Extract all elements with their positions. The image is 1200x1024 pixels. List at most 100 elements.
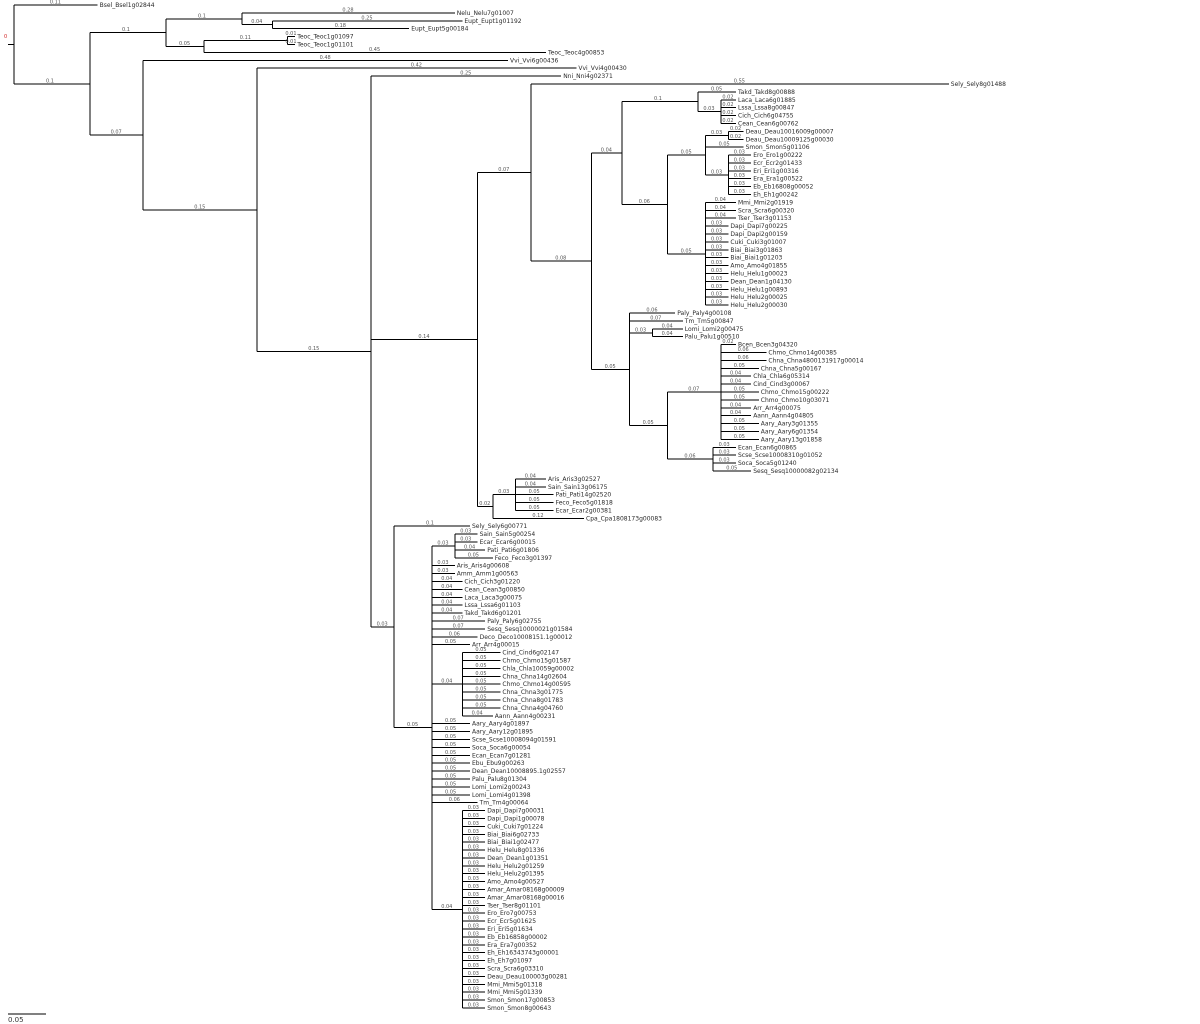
branch-length-label: 0.04 xyxy=(525,481,536,487)
tip-label: Laca_Laca3g00075 xyxy=(464,594,522,601)
tip-label: Biai_Biai6g02733 xyxy=(487,831,539,838)
branch-length-label: 0.04 xyxy=(441,576,452,582)
tip-label: Aary_Aary12g01895 xyxy=(472,729,533,736)
tip-label: Eri_Eri5g01634 xyxy=(487,926,533,933)
branch-length-label: 0.05 xyxy=(734,434,745,440)
branch-length-label: 0.08 xyxy=(555,256,566,262)
tip-label: Deco_Deco10008151.1g00012 xyxy=(480,634,573,641)
tip-label: Nni_Nni4g02371 xyxy=(563,73,613,80)
branch-length-label: 0.03 xyxy=(734,150,745,156)
tip-label: Cich_Cich6g04755 xyxy=(738,113,794,120)
tip-label: Scra_Scra6g00320 xyxy=(738,207,794,214)
branch-length-label: 0.55 xyxy=(734,78,745,84)
tip-label: Lssa_Lssa8g00847 xyxy=(738,105,794,112)
branch-length-label: 0.03 xyxy=(468,829,479,835)
tip-label: Eh_Eh7g01097 xyxy=(487,958,532,965)
branch-length-label: 0.06 xyxy=(738,347,749,353)
branch-length-label: 0.03 xyxy=(468,995,479,1001)
tip-label: Cean_Cean6g00762 xyxy=(738,120,799,127)
tip-label: Era_Era1g00522 xyxy=(753,176,803,183)
branch-length-label: 0.03 xyxy=(719,450,730,456)
branch-length-label: 0.04 xyxy=(601,148,612,154)
branch-length-label: 0.03 xyxy=(468,939,479,945)
tip-label: Lssa_Lssa6g01103 xyxy=(464,602,520,609)
branch-length-label: 0.03 xyxy=(468,884,479,890)
tip-label: Helu_Helu2g00025 xyxy=(730,294,787,301)
branch-length-label: 0.03 xyxy=(711,276,722,282)
tip-label: Chla_Chla10059g00002 xyxy=(502,665,574,672)
branch-length-label: 0.05 xyxy=(529,505,540,511)
tip-label: Deau_Deau10009125g00030 xyxy=(746,136,834,143)
branch-length-label: 0.06 xyxy=(684,454,695,460)
branch-length-label: 0.03 xyxy=(468,955,479,961)
tip-label: Aary_Aary3g01355 xyxy=(761,421,818,428)
branch-length-label: 0.1 xyxy=(654,96,662,102)
tip-label: Chla_Chla6g05314 xyxy=(753,373,810,380)
tip-label: Eupt_Eupt5g00184 xyxy=(411,26,468,33)
branch-length-label: 0.05 xyxy=(475,663,486,669)
branch-length-label: 0.05 xyxy=(475,647,486,653)
branch-length-label: 0.12 xyxy=(532,513,543,519)
tip-label: Paly_Paly6g02755 xyxy=(487,618,541,625)
tip-label: Era_Era7g00352 xyxy=(487,942,537,949)
branch-length-label: 0.45 xyxy=(369,47,380,53)
branch-length-label: 0.05 xyxy=(179,41,190,47)
branch-length-label: 0.03 xyxy=(711,244,722,250)
tip-label: Aann_Aann4g04805 xyxy=(753,413,814,420)
branch-length-label: 0.04 xyxy=(730,379,741,385)
tip-label: Helu_Helu2g01395 xyxy=(487,871,544,878)
branch-length-label: 0.05 xyxy=(711,86,722,92)
branch-length-label: 0.05 xyxy=(445,758,456,764)
branch-length-label: 0.06 xyxy=(449,631,460,637)
branch-length-label: 0.03 xyxy=(703,106,714,112)
branch-length-label: 0.05 xyxy=(475,679,486,685)
branch-length-label: 0.05 xyxy=(475,702,486,708)
branch-length-label: 0.18 xyxy=(335,23,346,29)
branch-length-label: 0.25 xyxy=(361,15,372,21)
branch-length-label: 0.02 xyxy=(722,118,733,124)
branch-length-label: 0.03 xyxy=(734,189,745,195)
branch-length-label: 0.02 xyxy=(479,501,490,507)
tip-label: Takd_Takd6g01201 xyxy=(463,610,521,617)
branch-length-label: 0.03 xyxy=(468,931,479,937)
branch-length-label: 0.03 xyxy=(711,130,722,136)
branch-length-label: 0.04 xyxy=(441,608,452,614)
branch-length-label: 0.03 xyxy=(468,900,479,906)
branch-length-label: 0.03 xyxy=(468,1003,479,1009)
branch-length-label: 0.14 xyxy=(418,334,429,340)
tip-label: Biai_Biai1g01203 xyxy=(730,255,782,262)
branch-length-label: 0.06 xyxy=(639,199,650,205)
branch-length-label: 0.07 xyxy=(453,616,464,622)
tip-label: Amo_Amo4g00527 xyxy=(487,879,544,886)
tip-label: Dean_Dean10008895.1g02557 xyxy=(472,768,566,775)
branch-length-label: 0.05 xyxy=(445,734,456,740)
tip-label: Dean_Dean1g04130 xyxy=(730,278,791,285)
tip-label: Pati_Pati14g02520 xyxy=(556,492,612,499)
branch-length-label: 0.03 xyxy=(437,540,448,546)
branch-length-label: 0.05 xyxy=(726,465,737,471)
branch-length-label: 0.07 xyxy=(111,130,122,136)
tip-label: Ecr_Ecr2g01433 xyxy=(753,160,802,167)
tip-label: Ecr_Ecr5g01625 xyxy=(487,918,536,925)
tip-label: Vvi_Vvi4g00430 xyxy=(578,65,627,72)
branch-length-label: 0.05 xyxy=(681,150,692,156)
branch-length-label: 0.03 xyxy=(711,236,722,242)
branch-length-label: 0.03 xyxy=(468,860,479,866)
branch-length-label: 0.02 xyxy=(722,94,733,100)
tip-label: Amm_Amm1g00563 xyxy=(457,571,518,578)
tip-label: Smon_Smon8g00643 xyxy=(487,1005,551,1012)
tip-label: Sesq_Sesq10000082g02134 xyxy=(753,468,838,475)
branch-length-label: 0.02 xyxy=(730,126,741,132)
tip-label: Teoc_Teoc1g01097 xyxy=(296,34,354,41)
tip-label: Helu_Helu1g00893 xyxy=(730,286,787,293)
branch-length-label: 0.05 xyxy=(445,773,456,779)
tip-label: Dapi_Dapi2g00159 xyxy=(730,231,787,238)
tip-label: Soca_Soca5g01240 xyxy=(738,460,797,467)
tip-label: Ecar_Ecar6g00015 xyxy=(480,539,536,546)
tip-label: Sely_Sely8g01488 xyxy=(951,81,1006,88)
branch-length-label: 0.03 xyxy=(711,268,722,274)
branch-length-label: 0.05 xyxy=(445,639,456,645)
branch-length-label: 0.03 xyxy=(437,560,448,566)
branch-length-label: 0.03 xyxy=(734,157,745,163)
